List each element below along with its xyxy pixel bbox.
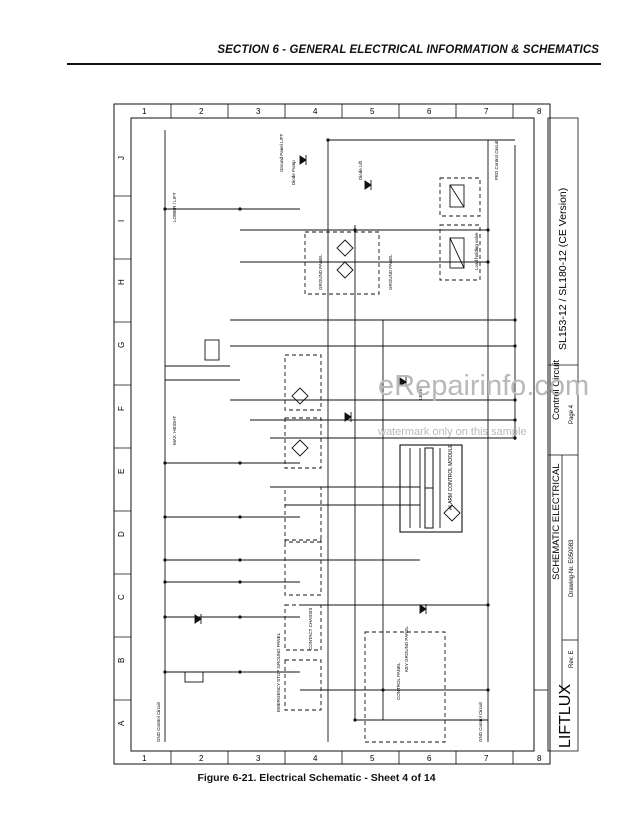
col-label-3: 3 (256, 107, 261, 116)
row-label-H: H (117, 279, 126, 285)
label-emergency-stop: EMERGENCY STOP GROUND PANEL (276, 632, 281, 712)
row-label-E: E (117, 469, 126, 474)
row-label-A: A (117, 720, 126, 726)
wiring (164, 130, 516, 742)
circuit-name: Control Circuit (551, 359, 562, 420)
model-name: SL153-12 / SL180-12 (CE Version) (557, 188, 569, 350)
drawing-frame (113, 103, 551, 765)
label-ground-panel-1: GROUND PANEL (318, 254, 323, 290)
revision: Rev. E (569, 650, 575, 668)
row-label-F: F (117, 406, 126, 411)
col-label-8: 8 (537, 107, 542, 116)
col-label-bottom-1: 1 (142, 754, 147, 763)
alarm-control-module (399, 444, 463, 533)
header-rule (67, 63, 601, 65)
row-label-J: J (117, 156, 126, 160)
doc-type: SCHEMATIC ELECTRICAL (551, 464, 562, 580)
label-contact-chassis: CONTACT CHASSIS (308, 608, 313, 650)
label-gnd-control: GND Control Circuit (156, 701, 161, 742)
row-label-I: I (117, 220, 126, 222)
label-ground-panel-2: GROUND PANEL (388, 254, 393, 290)
title-block (534, 117, 579, 752)
drawing-number: Drawing-Nr. E050083 (569, 539, 575, 597)
label-lower-lift: LOWER / LIFT (172, 192, 177, 222)
row-markers (114, 195, 131, 701)
row-label-C: C (117, 594, 126, 600)
label-ped-control: PED Control Circuit (494, 140, 499, 180)
label-diode-pump: Diode Pump (291, 160, 296, 185)
module-pins (424, 447, 434, 529)
col-label-2: 2 (199, 107, 204, 116)
col-label-bottom-5: 5 (370, 754, 375, 763)
row-label-D: D (117, 531, 126, 537)
figure-caption: Figure 6-21. Electrical Schematic - Shee… (197, 772, 436, 784)
label-diode-lift: Diode Lift (358, 160, 363, 180)
diodes (194, 155, 427, 624)
watermark-sub: watermark only on this sample (377, 426, 527, 438)
col-label-1: 1 (142, 107, 147, 116)
page-number: Page 4 (569, 404, 575, 424)
section-header: SECTION 6 - GENERAL ELECTRICAL INFORMATI… (217, 44, 599, 56)
col-label-bottom-8: 8 (537, 754, 542, 763)
company-name: LIFTLUX (557, 684, 574, 748)
label-load-holding: Load holding valve (474, 232, 479, 270)
label-ground-panel-lift: Ground Panel LIFT (279, 133, 284, 172)
col-label-bottom-7: 7 (484, 754, 489, 763)
col-label-bottom-2: 2 (199, 754, 204, 763)
label-max-height: MAX. HEIGHT (172, 415, 177, 445)
watermark-main: eRepairinfo.com (378, 370, 589, 402)
label-level: LEVEL (418, 385, 423, 400)
label-gnd-control-bottom: GND Control Circuit (478, 701, 483, 742)
col-label-5: 5 (370, 107, 375, 116)
col-label-bottom-6: 6 (427, 754, 432, 763)
row-label-G: G (117, 342, 126, 348)
col-label-7: 7 (484, 107, 489, 116)
label-key-switch: KEY GROUND PANEL (404, 626, 409, 672)
drawing-border-inner (130, 117, 535, 752)
label-control-panel: CONTROL PANEL (396, 662, 401, 700)
column-markers (170, 104, 514, 764)
alarm-module-label: ALARM CONTROL MODULE (448, 444, 454, 510)
valve-coils (184, 184, 465, 683)
row-label-B: B (117, 658, 126, 663)
component-boxes (284, 177, 481, 743)
col-label-bottom-3: 3 (256, 754, 261, 763)
junction-dots (163, 138, 517, 722)
bridge-rectifiers (291, 239, 461, 522)
col-label-4: 4 (313, 107, 318, 116)
col-label-bottom-4: 4 (313, 754, 318, 763)
col-label-6: 6 (427, 107, 432, 116)
